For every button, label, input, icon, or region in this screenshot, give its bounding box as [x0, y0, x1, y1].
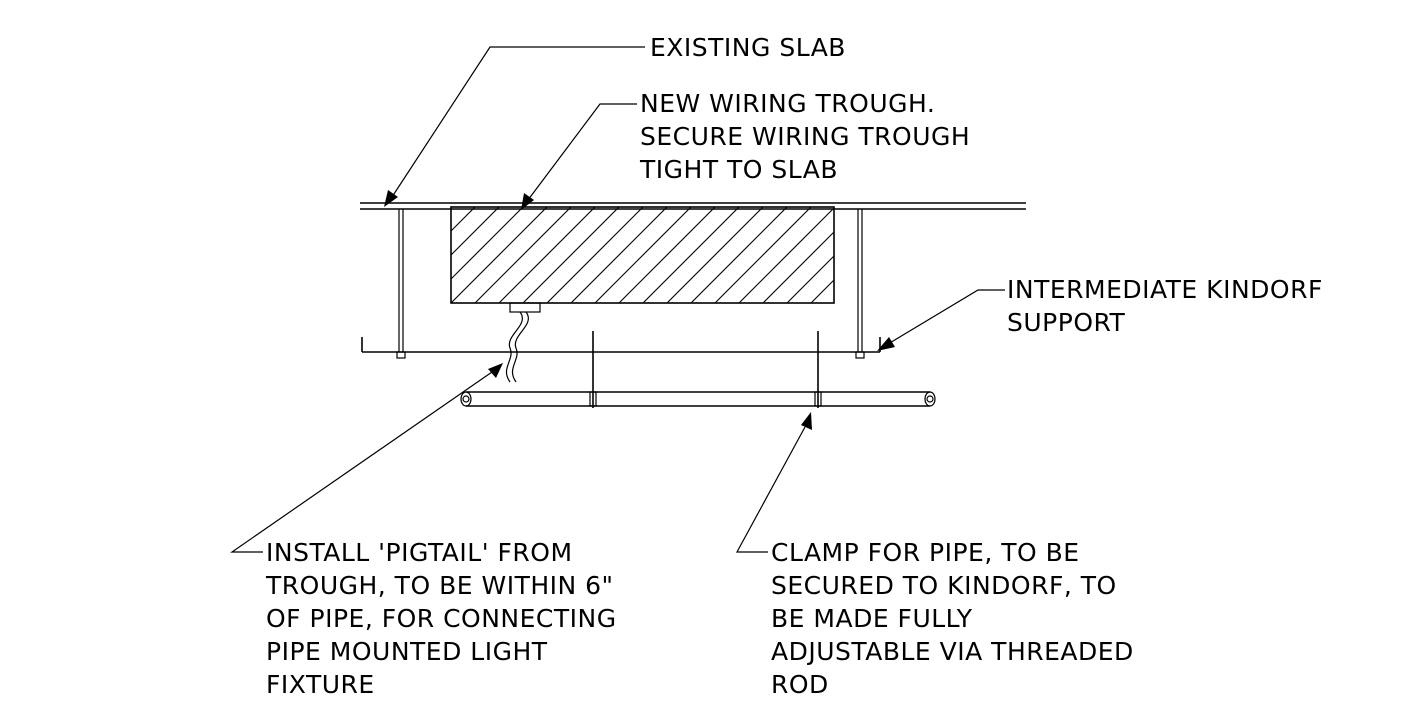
label-pigtail-line: PIPE MOUNTED LIGHT: [266, 637, 548, 666]
pigtail-junction-box: [509, 302, 541, 313]
label-pigtail-line: INSTALL 'PIGTAIL' FROM: [266, 538, 573, 567]
hatch-line: [762, 231, 834, 303]
hatch-line: [522, 207, 620, 303]
hatch-line: [907, 207, 1003, 303]
label-trough-line: NEW WIRING TROUGH.: [640, 89, 935, 118]
hatch-line: [618, 207, 716, 303]
hatch-line: [451, 207, 500, 256]
leader-existing-slab: [384, 46, 645, 207]
label-pigtail-line: TROUGH, TO BE WITHIN 6": [265, 571, 614, 600]
leader-clamp: [735, 412, 812, 553]
trough-hatching: [451, 207, 1003, 303]
label-pigtail-line: FIXTURE: [266, 670, 375, 699]
leader-trough: [521, 103, 637, 210]
pigtail-wire: [505, 311, 529, 383]
label-clamp-line: BE MADE FULLY: [771, 604, 973, 633]
label-kindorf-line: SUPPORT: [1007, 308, 1126, 337]
label-existing-slab: EXISTING SLAB: [650, 33, 846, 62]
hatch-line: [690, 207, 788, 303]
label-kindorf: INTERMEDIATE KINDORF SUPPORT: [1007, 275, 1323, 337]
threaded-rod-left: [396, 209, 406, 359]
hatch-line: [714, 207, 812, 303]
hatch-line: [546, 207, 644, 303]
hatch-line: [835, 207, 931, 303]
wiring-trough: [450, 206, 1003, 304]
label-clamp-line: SECURED TO KINDORF, TO: [771, 571, 1117, 600]
label-trough-line: TIGHT TO SLAB: [639, 155, 838, 184]
kindorf-support: [361, 337, 881, 353]
leader-kindorf: [877, 289, 1005, 351]
hatch-line: [451, 207, 476, 232]
hatch-line: [810, 279, 834, 303]
hatch-line: [594, 207, 692, 303]
label-kindorf-line: INTERMEDIATE KINDORF: [1007, 275, 1323, 304]
label-clamp-line: ROD: [771, 670, 829, 699]
hatch-line: [642, 207, 740, 303]
label-clamp-line: CLAMP FOR PIPE, TO BE: [771, 538, 1080, 567]
hatch-line: [786, 255, 834, 303]
label-clamp-line: ADJUSTABLE VIA THREADED: [771, 637, 1134, 666]
hatch-line: [498, 207, 596, 303]
threaded-rod-right: [855, 209, 865, 359]
existing-slab: [360, 202, 1026, 210]
pipe: [460, 391, 936, 407]
label-trough: NEW WIRING TROUGH. SECURE WIRING TROUGH …: [639, 89, 970, 184]
hatch-line: [859, 207, 955, 303]
label-pigtail-line: OF PIPE, FOR CONNECTING: [266, 604, 617, 633]
hatch-line: [474, 207, 572, 303]
hatch-line: [883, 207, 979, 303]
label-clamp: CLAMP FOR PIPE, TO BE SECURED TO KINDORF…: [771, 538, 1134, 699]
label-pigtail: INSTALL 'PIGTAIL' FROM TROUGH, TO BE WIT…: [265, 538, 617, 699]
hatch-line: [666, 207, 764, 303]
hatch-line: [738, 207, 834, 303]
hatch-line: [451, 207, 548, 303]
hatch-line: [570, 207, 668, 303]
label-trough-line: SECURE WIRING TROUGH: [640, 122, 970, 151]
leader-pigtail: [230, 363, 503, 553]
hatch-line: [451, 207, 524, 280]
